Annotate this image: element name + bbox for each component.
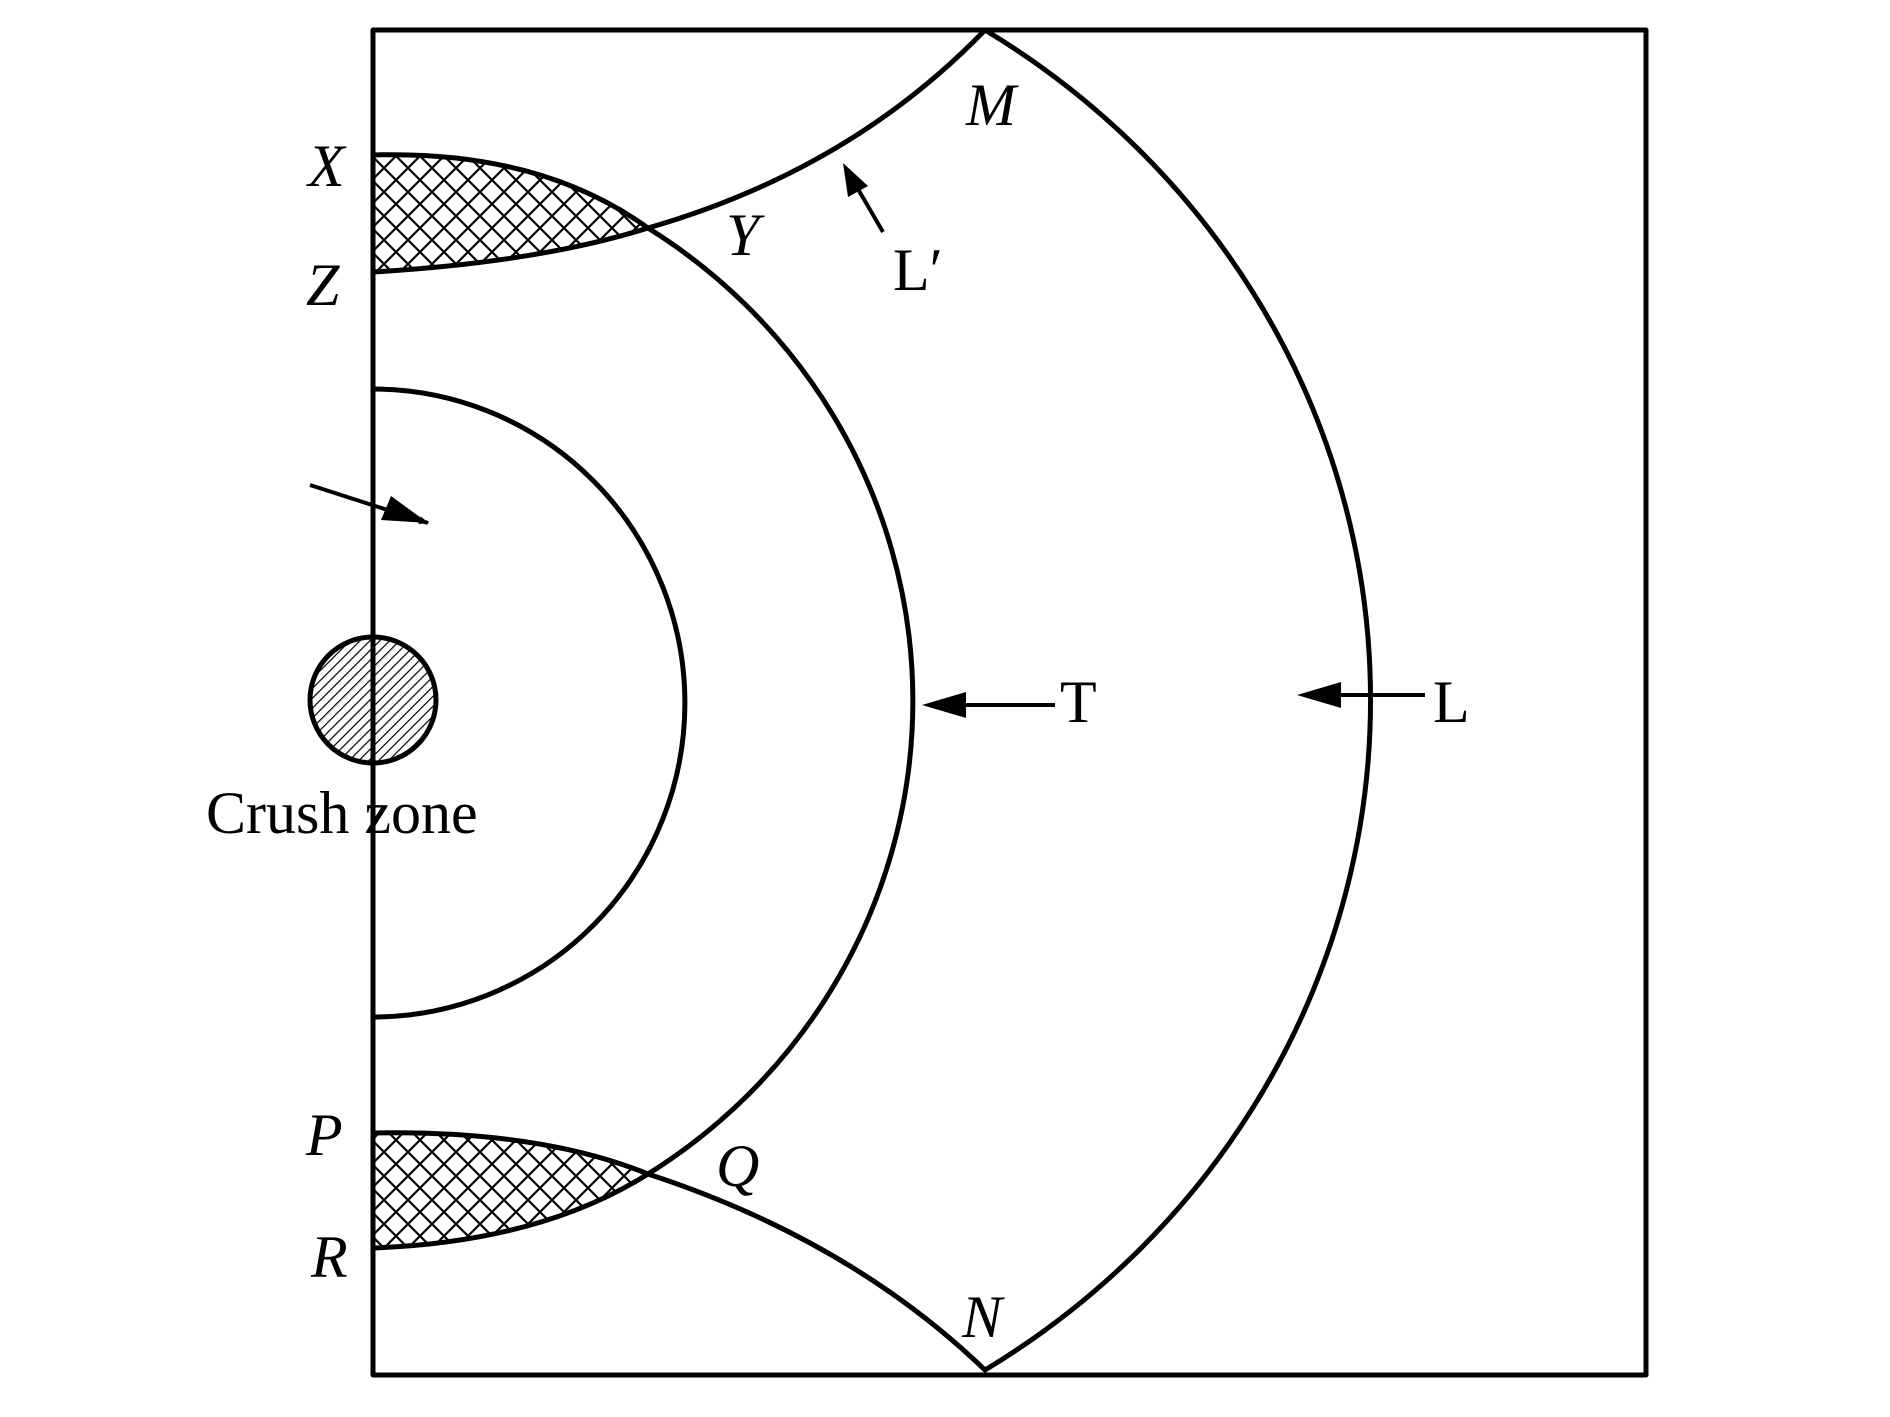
transmitted-wavefront-t: [645, 225, 916, 1177]
upper-spall-zone: [370, 152, 654, 275]
l-arrow-head: [1297, 682, 1341, 708]
reflected-wave-upper: [645, 27, 988, 231]
label-l-prime: L′: [893, 237, 943, 303]
t-arrow-head: [922, 692, 966, 718]
incident-arrow-head: [381, 496, 428, 523]
inner-wavefront: [370, 386, 688, 1020]
label-n: N: [961, 1284, 1005, 1350]
longitudinal-wavefront-l: [982, 27, 1374, 1373]
label-crush-zone: Crush zone: [206, 780, 478, 846]
label-x: X: [306, 133, 347, 199]
label-r: R: [310, 1224, 348, 1290]
label-m: M: [965, 72, 1019, 138]
label-q: Q: [716, 1133, 759, 1199]
lower-spall-zone: [370, 1130, 654, 1251]
crush-zone-circle: [307, 634, 439, 766]
label-l: L: [1433, 669, 1470, 735]
label-p: P: [305, 1102, 343, 1168]
label-t: T: [1060, 669, 1097, 735]
reflected-wave-lower: [645, 1171, 988, 1373]
label-z: Z: [306, 252, 340, 318]
l-prime-arrow-head: [843, 163, 868, 197]
label-y: Y: [726, 202, 765, 268]
